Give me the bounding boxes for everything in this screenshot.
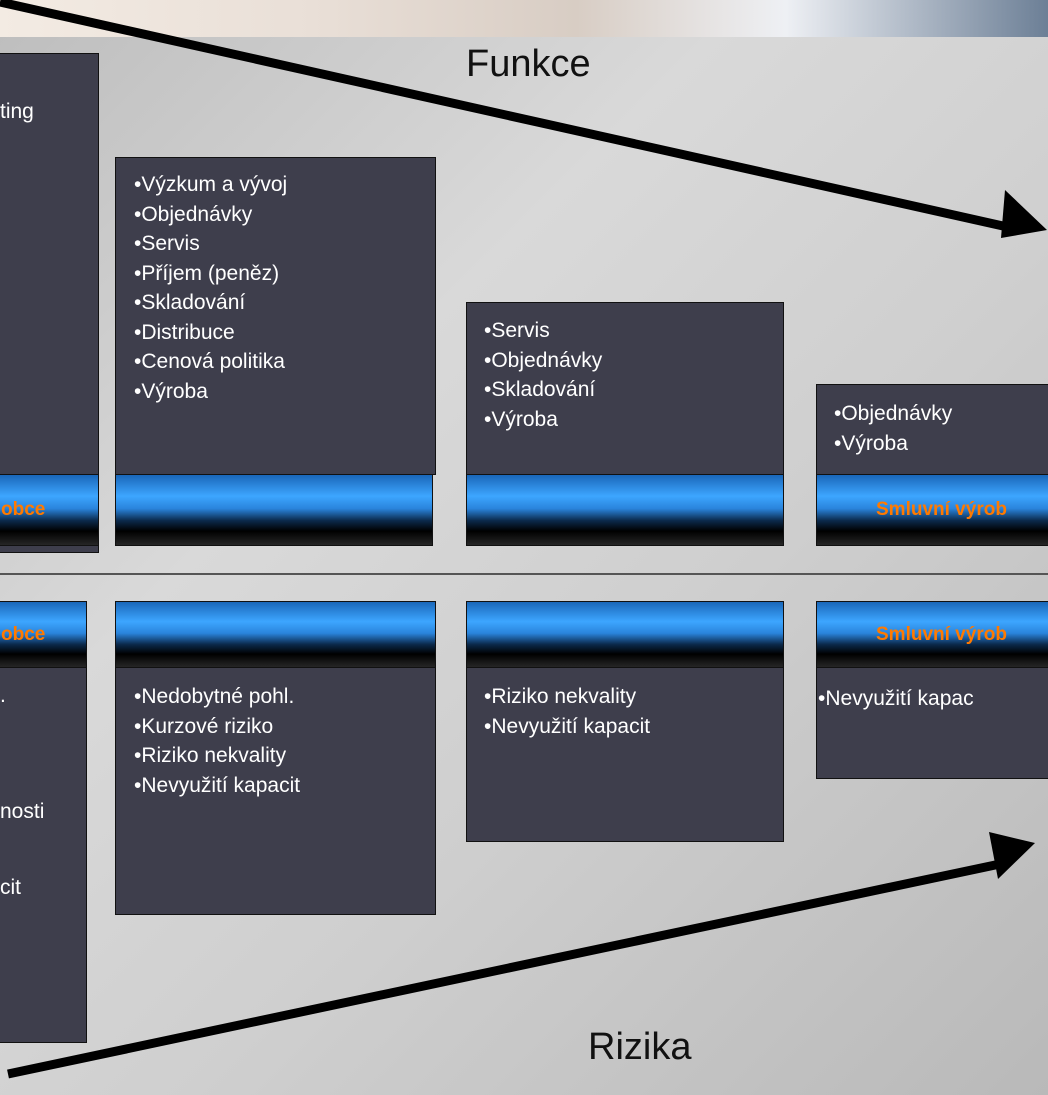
list-item: •Servis [484,319,550,342]
functions-arrow-line [0,0,1004,231]
list-item: •Skladování [484,378,596,401]
risk-list-col3: •Riziko nekvality •Nevyužití kapacit [484,682,650,741]
risk-text-col1-b: nosti [0,800,45,823]
function-box-col3 [466,302,784,475]
function-bar-label-col4: Smluvní výrob [876,499,1007,520]
risk-bar-col4: Smluvní výrob [816,601,1048,668]
function-box-col2 [115,157,436,475]
section-divider [0,573,1048,575]
risk-list-col2: •Nedobytné pohl. •Kurzové riziko •Riziko… [134,682,300,800]
function-box-col4 [816,384,1048,475]
list-item: •Nevyužití kapac [818,687,974,710]
risk-box-col4 [816,667,1048,779]
risk-box-col2 [115,667,436,915]
list-item: •Nevyužití kapacit [134,773,301,797]
list-item: •Výzkum a vývoj [134,173,288,196]
function-bar-label-col1: obce [1,499,46,520]
list-item: •Riziko nekvality [134,744,287,767]
list-item: •Distribuce [134,320,235,344]
function-list-col4: •Objednávky •Výroba [834,399,952,458]
list-item: •Příjem (peněz) [134,261,280,285]
list-item: •Výroba [484,407,558,431]
function-bar-col3 [466,474,784,546]
header-photo [0,0,1048,37]
list-item: •Výroba [134,379,208,403]
list-item: •Nevyužití kapacit [484,714,651,738]
list-item: •Objednávky [134,202,253,226]
risk-bar-label-col4: Smluvní výrob [876,623,1007,645]
risk-box-col1 [0,667,87,1043]
list-item: •Nedobytné pohl. [134,685,295,708]
list-item: •Objednávky [484,348,603,372]
list-item: •Skladování [134,291,246,314]
risks-arrow-line [7,859,1001,1079]
functions-title: Funkce [466,43,591,85]
function-bar-col2 [115,474,433,546]
risk-bar-label-col1: obce [1,623,46,645]
risk-box-col3 [466,667,784,842]
risk-bar-col1: obce [0,601,87,668]
risks-title: Rizika [588,1026,692,1068]
risk-bar-col2 [115,601,436,668]
function-box-col1 [0,53,99,553]
list-item: •Cenová politika [134,350,285,373]
list-item: •Výroba [834,431,908,455]
risk-text-col1-c: cit [0,876,21,899]
list-item: •Servis [134,232,200,255]
function-list-col3: •Servis •Objednávky •Skladování •Výroba [484,316,602,434]
list-item: •Kurzové riziko [134,714,274,738]
function-list-col2: •Výzkum a vývoj •Objednávky •Servis •Pří… [134,170,287,406]
list-item: •Riziko nekvality [484,685,637,708]
risk-list-col4: •Nevyužití kapac [818,684,974,714]
function-bar-col4: Smluvní výrob [816,474,1048,546]
risk-bar-col3 [466,601,784,668]
functions-arrow-head [1001,190,1047,238]
function-text-col1: ting [0,100,34,123]
risk-text-col1-a: . [0,684,6,707]
risks-arrow-head [989,832,1035,879]
function-bar-col1: obce [0,474,99,546]
list-item: •Objednávky [834,402,953,425]
